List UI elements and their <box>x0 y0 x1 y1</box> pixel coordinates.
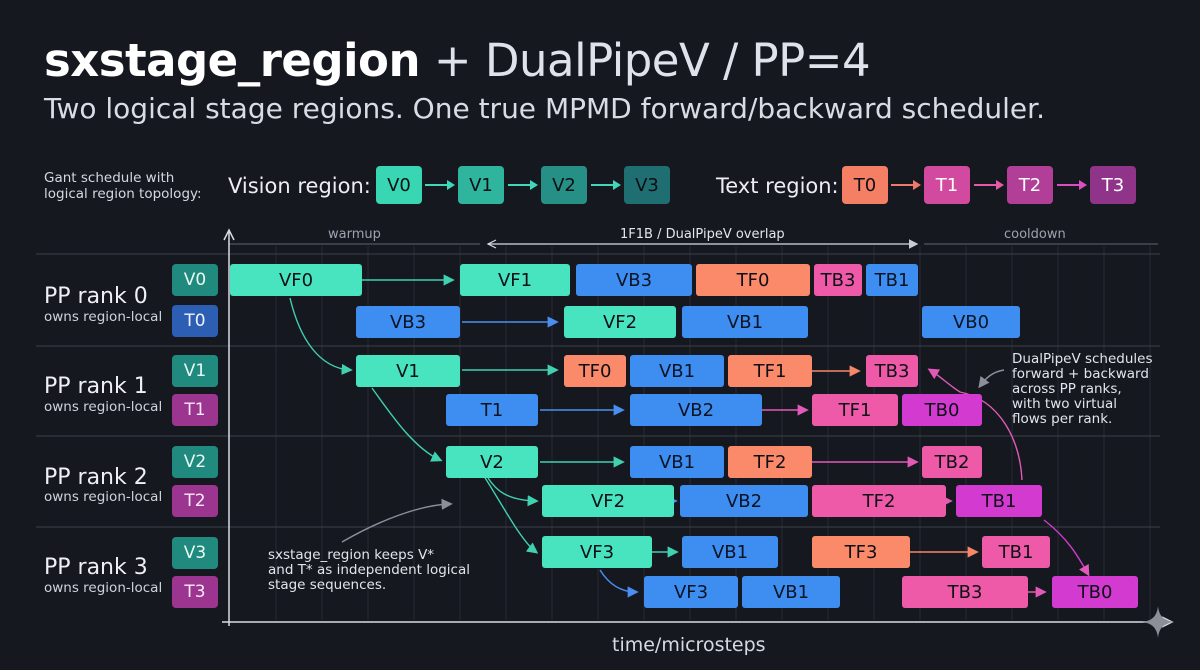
gantt-bar-vf0: VF0 <box>230 264 362 296</box>
note-right-line: DualPipeV schedules <box>1012 351 1153 367</box>
gantt-bar-tb0: TB0 <box>1052 576 1138 608</box>
gantt-bar-tb1: TB1 <box>866 264 918 296</box>
note-left-line: sxstage_region keeps V* <box>268 547 435 563</box>
text-stage-chip-t0: T0 <box>842 166 888 204</box>
vision-stage-chip-v2: V2 <box>541 166 587 204</box>
phase-brackets <box>229 239 1158 249</box>
rank-2-subtitle: owns region-local <box>44 489 163 505</box>
rank-1-vision-chip: V1 <box>172 355 218 387</box>
gantt-bar-vb2: VB2 <box>680 485 808 517</box>
rank-0-title: PP rank 0 <box>44 284 148 309</box>
rank-3-title: PP rank 3 <box>44 555 148 580</box>
gantt-bar-vf2: VF2 <box>564 306 676 338</box>
rank-0-vision-chip: V0 <box>172 264 218 296</box>
gantt-bar-tf0: TF0 <box>696 264 810 296</box>
note-left-line: stage sequences. <box>268 577 387 593</box>
rank-1-subtitle: owns region-local <box>44 399 163 415</box>
rank-3-subtitle: owns region-local <box>44 580 163 596</box>
sparkle-icon <box>1142 606 1174 638</box>
rank-2-vision-chip: V2 <box>172 446 218 478</box>
vision-region-label: Vision region: <box>228 174 371 198</box>
gantt-bar-vf1: VF1 <box>460 264 570 296</box>
topology-caption-line1: Gant schedule with <box>44 170 175 186</box>
gantt-bar-tb2: TB2 <box>922 446 982 478</box>
rank-0-text-chip: T0 <box>172 305 218 337</box>
rank-separators <box>36 253 1160 528</box>
gantt-bar-tb3: TB3 <box>902 576 1028 608</box>
gantt-bar-tb1: TB1 <box>982 536 1050 568</box>
gantt-bar-vb3: VB3 <box>576 264 692 296</box>
gantt-bar-tf2: TF2 <box>812 485 946 517</box>
gantt-bar-vb1: VB1 <box>630 446 724 478</box>
note-sxstage-region: sxstage_region keeps V* and T* as indepe… <box>268 548 470 593</box>
title-bold: sxstage_region <box>44 34 421 87</box>
gantt-bar-tb3: TB3 <box>814 264 862 296</box>
vision-flow-arrow <box>508 180 538 190</box>
gantt-bar-vf3: VF3 <box>644 576 738 608</box>
note-right-line: flows per rank. <box>1012 411 1113 427</box>
topology-caption-line2: logical region topology: <box>44 186 202 202</box>
rank-1-title: PP rank 1 <box>44 374 148 399</box>
gantt-bar-vb0: VB0 <box>922 306 1020 338</box>
gantt-bar-vb1: VB1 <box>630 355 724 387</box>
text-stage-chip-t1: T1 <box>924 166 970 204</box>
phase-overlap: 1F1B / DualPipeV overlap <box>620 227 785 242</box>
note-right-line: across PP ranks, <box>1012 381 1122 397</box>
vision-stage-chip-v1: V1 <box>458 166 504 204</box>
rank-1-text-chip: T1 <box>172 394 218 426</box>
phase-cooldown: cooldown <box>1004 227 1066 242</box>
text-flow-arrow <box>1057 180 1087 190</box>
rank-2-text-chip: T2 <box>172 485 218 517</box>
gantt-bar-tb0: TB0 <box>902 394 982 426</box>
topology-caption: Gant schedule with logical region topolo… <box>44 170 202 202</box>
gantt-bar-vb1: VB1 <box>742 576 840 608</box>
gantt-bar-vf3: VF3 <box>542 536 652 568</box>
gantt-bar-v2: V2 <box>446 446 538 478</box>
gantt-bar-tb3: TB3 <box>866 355 918 387</box>
vision-stage-chip-v0: V0 <box>376 166 422 204</box>
phase-warmup: warmup <box>328 227 381 242</box>
gantt-bar-vf2: VF2 <box>542 485 674 517</box>
text-region-label: Text region: <box>716 174 839 198</box>
gantt-bar-vb3: VB3 <box>356 306 460 338</box>
title-rest: + DualPipeV / PP=4 <box>420 34 871 87</box>
rank-2-title: PP rank 2 <box>44 465 148 490</box>
vision-flow-arrow <box>425 180 455 190</box>
gantt-bar-vb1: VB1 <box>682 536 778 568</box>
gantt-bar-tf1: TF1 <box>728 355 812 387</box>
gantt-bar-tb1: TB1 <box>956 485 1042 517</box>
dependency-arrows <box>289 274 1090 598</box>
gantt-bar-tf0: TF0 <box>564 355 626 387</box>
text-stage-chip-t3: T3 <box>1090 166 1136 204</box>
gantt-bar-vb1: VB1 <box>682 306 808 338</box>
text-flow-arrow <box>891 180 921 190</box>
gantt-bar-v1: V1 <box>356 355 460 387</box>
note-left-line: and T* as independent logical <box>268 562 470 578</box>
text-stage-chip-t2: T2 <box>1007 166 1053 204</box>
gantt-bar-tf3: TF3 <box>812 536 910 568</box>
rank-0-subtitle: owns region-local <box>44 309 163 325</box>
page-subtitle: Two logical stage regions. One true MPMD… <box>44 92 1045 125</box>
gantt-bar-t1: T1 <box>446 394 538 426</box>
note-right-line: forward + backward <box>1012 366 1149 382</box>
x-axis-label: time/microsteps <box>612 634 766 656</box>
note-right-line: with two virtual <box>1012 396 1117 412</box>
gantt-bar-tf1: TF1 <box>812 394 898 426</box>
page-title: sxstage_region + DualPipeV / PP=4 <box>44 34 871 87</box>
gantt-bar-tf2: TF2 <box>728 446 812 478</box>
note-dualpipev: DualPipeV schedules forward + backward a… <box>1012 352 1153 427</box>
text-flow-arrow <box>974 180 1004 190</box>
vision-flow-arrow <box>591 180 621 190</box>
rank-3-text-chip: T3 <box>172 576 218 608</box>
vision-stage-chip-v3: V3 <box>624 166 670 204</box>
rank-3-vision-chip: V3 <box>172 537 218 569</box>
gantt-bar-vb2: VB2 <box>630 394 762 426</box>
